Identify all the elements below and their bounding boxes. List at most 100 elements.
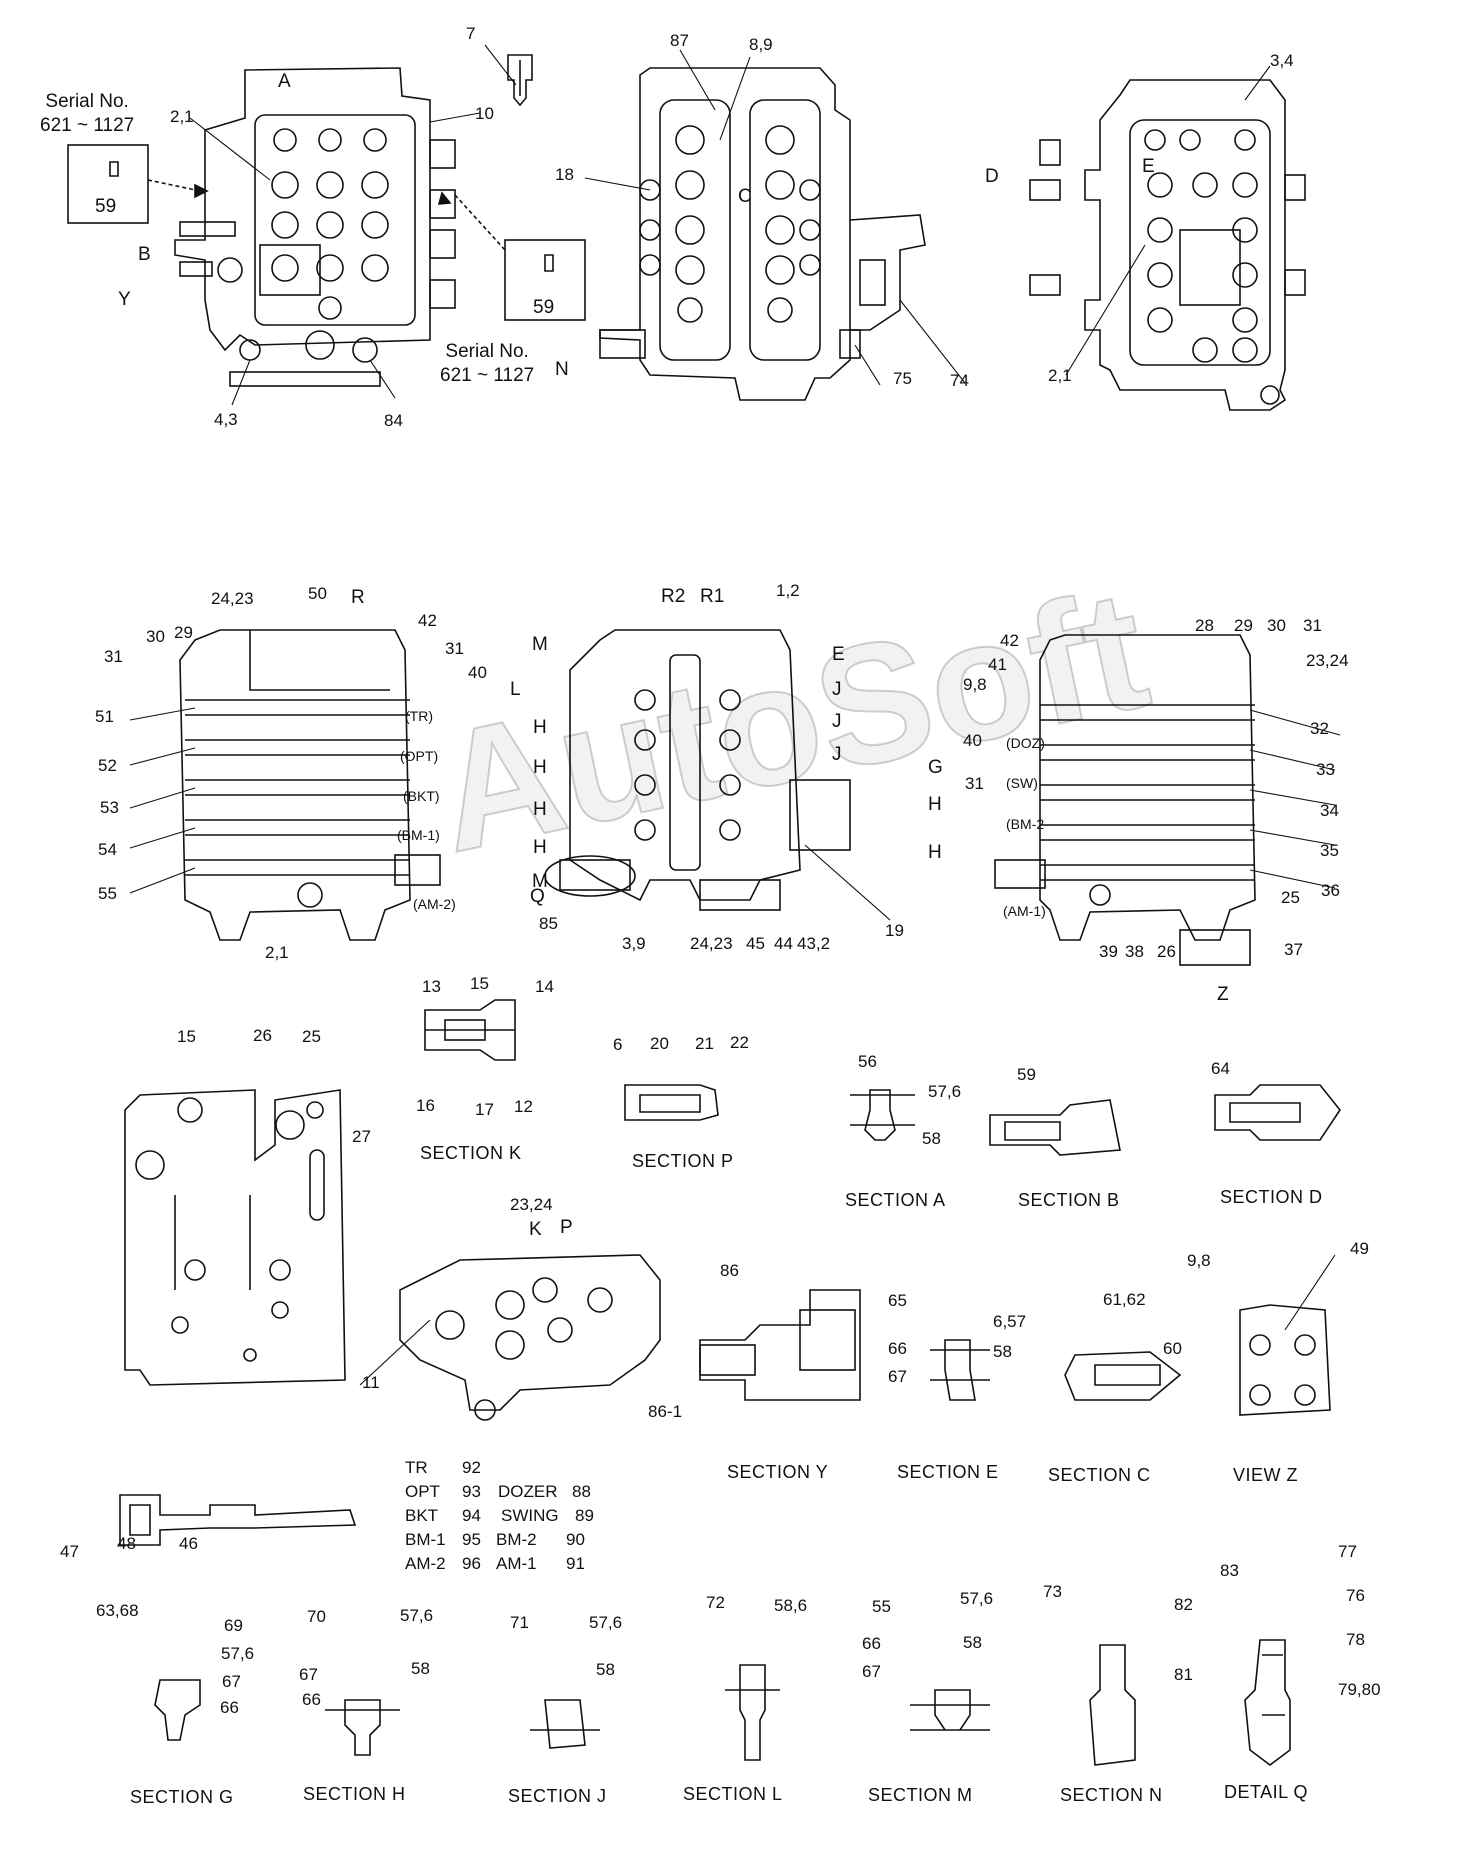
part-callout: 50 xyxy=(308,584,327,603)
part-callout: 87 xyxy=(670,31,689,50)
title-section-d: SECTION D xyxy=(1220,1187,1323,1207)
part-callout: 58,6 xyxy=(774,1596,808,1615)
part-callout: 66 xyxy=(220,1698,239,1717)
part-callout: 2,1 xyxy=(265,943,289,962)
part-callout: 9,8 xyxy=(1187,1251,1211,1270)
part-callout: 31 xyxy=(965,774,984,793)
part-callout: 26 xyxy=(1157,942,1176,961)
title-section-m: SECTION M xyxy=(868,1785,973,1805)
serial-note-right: Serial No. 621 ~ 1127 xyxy=(440,340,534,388)
serial-line-2: 621 ~ 1127 xyxy=(440,365,535,386)
part-callout: 35 xyxy=(1320,841,1339,860)
part-callout: 38 xyxy=(1125,942,1144,961)
part-callout: 25 xyxy=(302,1027,321,1046)
view-letter: D xyxy=(985,166,999,187)
title-section-k: SECTION K xyxy=(420,1143,522,1163)
part-callout: 1,2 xyxy=(776,581,800,600)
part-callout: 75 xyxy=(893,369,912,388)
title-section-j: SECTION J xyxy=(508,1786,607,1806)
part-callout: 31 xyxy=(1303,616,1322,635)
part-callout: 45 xyxy=(746,934,765,953)
title-section-c: SECTION C xyxy=(1048,1465,1151,1485)
section-p-drawing xyxy=(624,1084,719,1121)
section-y-valve xyxy=(699,1289,861,1401)
leader-lines xyxy=(129,44,1341,1386)
part-callout: 13 xyxy=(422,977,441,996)
view-letter: Y xyxy=(118,289,131,310)
part-callout: 41 xyxy=(988,655,1007,674)
part-callout: 6,57 xyxy=(993,1312,1027,1331)
part-callout: 40 xyxy=(963,731,982,750)
part-callout: 43,2 xyxy=(797,934,831,953)
section-h-drawing xyxy=(325,1699,400,1756)
title-view-z: VIEW Z xyxy=(1233,1465,1298,1485)
spool-tag-bm1: (BM-1) xyxy=(397,827,440,843)
part-callout: 57,6 xyxy=(928,1082,962,1101)
legend-no: 92 xyxy=(462,1458,481,1477)
part-callout: 67 xyxy=(862,1662,881,1681)
legend-no: 89 xyxy=(575,1506,594,1525)
title-section-e: SECTION E xyxy=(897,1462,999,1482)
part-callout: 77 xyxy=(1338,1542,1357,1561)
legend-no: 94 xyxy=(462,1506,481,1525)
section-k-drawing xyxy=(424,999,516,1061)
part-callout: 24,23 xyxy=(211,589,254,608)
front-view-top-left xyxy=(174,54,533,387)
serial-line-2: 621 ~ 1127 xyxy=(40,115,135,136)
part-callout: 15 xyxy=(470,974,489,993)
legend-no: 93 xyxy=(462,1482,481,1501)
detail-q-drawing xyxy=(1244,1639,1291,1766)
part-callout: 31 xyxy=(445,639,464,658)
view-letter: M xyxy=(532,871,548,892)
view-letter: K xyxy=(529,1219,542,1240)
part-callout: 22 xyxy=(730,1033,749,1052)
part-callout: 3,4 xyxy=(1270,51,1294,70)
section-j-drawing xyxy=(530,1699,600,1749)
part-callout: 23,24 xyxy=(1306,651,1349,670)
part-callout: 55 xyxy=(98,884,117,903)
part-callout: 27 xyxy=(352,1127,371,1146)
part-callout: 72 xyxy=(706,1593,725,1612)
section-g-drawing xyxy=(154,1679,201,1741)
part-callout: 20 xyxy=(650,1034,669,1053)
spool-tag-am2: (AM-2) xyxy=(413,896,456,912)
view-letter: R2 xyxy=(661,586,686,607)
view-letter: Q xyxy=(530,886,545,907)
legend-name: BKT xyxy=(405,1506,439,1525)
view-letter: J xyxy=(832,744,842,765)
cover-plate-drawing xyxy=(124,1089,346,1386)
part-callout: 21 xyxy=(695,1034,714,1053)
part-callout: 82 xyxy=(1174,1595,1193,1614)
part-callout: 69 xyxy=(224,1616,243,1635)
title-section-g: SECTION G xyxy=(130,1787,234,1807)
legend-name: DOZER xyxy=(498,1482,558,1501)
part-callout: 33 xyxy=(1316,760,1335,779)
part-callout: 63,68 xyxy=(96,1601,139,1620)
view-letter: H xyxy=(533,757,547,778)
title-section-y: SECTION Y xyxy=(727,1462,829,1482)
part-callout: 4,3 xyxy=(214,410,238,429)
part-callout: 60 xyxy=(1163,1339,1182,1358)
part-callout: 52 xyxy=(98,756,117,775)
part-callout: 57,6 xyxy=(400,1606,434,1625)
part-callout: 84 xyxy=(384,411,403,430)
part-callout: 29 xyxy=(174,623,193,642)
legend-name: AM-2 xyxy=(405,1554,446,1573)
spool-tag-doz: (DOZ) xyxy=(1006,735,1045,751)
title-section-b: SECTION B xyxy=(1018,1190,1120,1210)
part-callout: 73 xyxy=(1043,1582,1062,1601)
spool-tag-bkt: (BKT) xyxy=(403,788,440,804)
part-callout: 34 xyxy=(1320,801,1339,820)
view-letter: H xyxy=(928,794,942,815)
view-letter: H xyxy=(533,837,547,858)
view-letter: J xyxy=(832,679,842,700)
part-callout: 9,8 xyxy=(963,675,987,694)
part-callout: 39 xyxy=(1099,942,1118,961)
part-callout: 24,23 xyxy=(690,934,733,953)
part-callout: 57,6 xyxy=(589,1613,623,1632)
part-callout: 36 xyxy=(1321,881,1340,900)
part-callout: 54 xyxy=(98,840,117,859)
view-letter: C xyxy=(738,186,752,207)
port-section-center xyxy=(544,629,851,911)
